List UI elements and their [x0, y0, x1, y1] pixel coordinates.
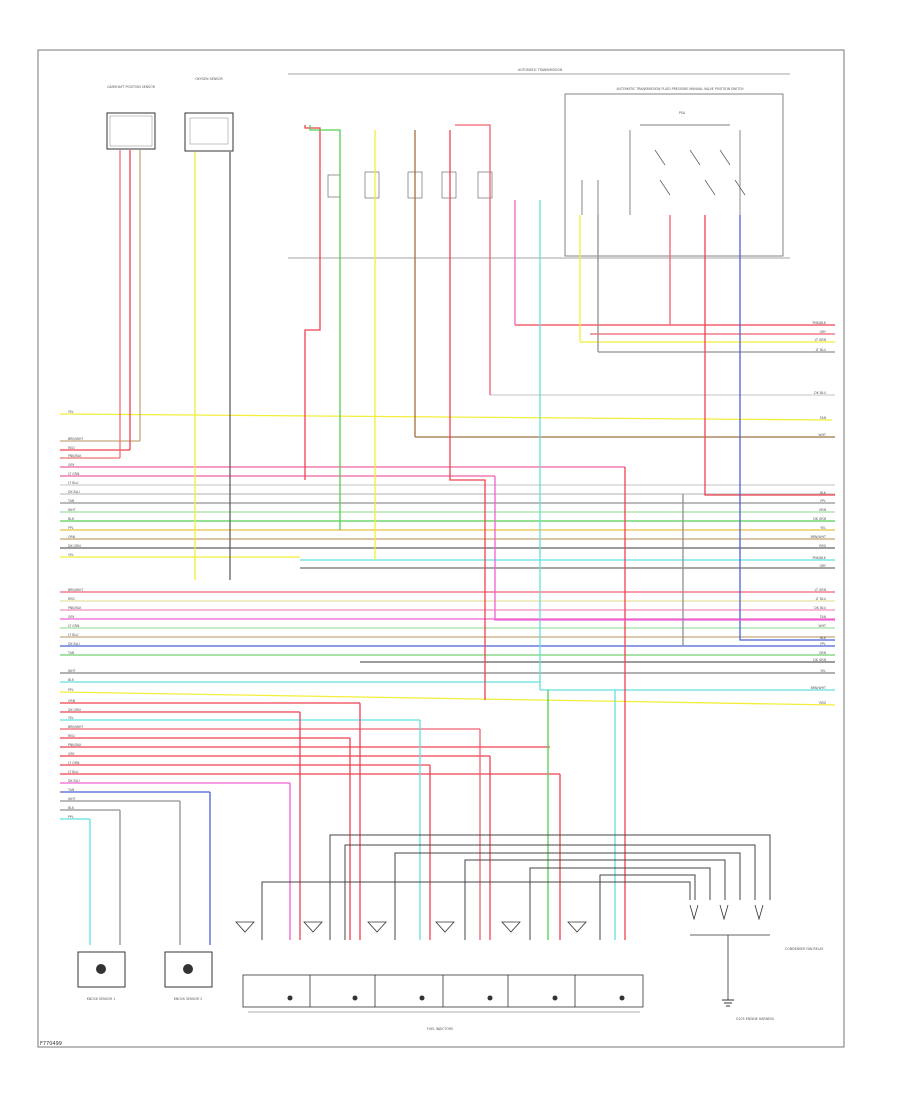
wire-label: TAN	[67, 499, 75, 503]
wire-label: PPL	[68, 526, 74, 530]
wire-label: WHT	[68, 669, 76, 673]
wire-label: BLK	[820, 636, 827, 640]
fuel-injectors	[235, 921, 644, 1013]
wire-label: TAN	[819, 416, 827, 420]
ground-label: G103 ENGINE HARNESS	[736, 1017, 774, 1021]
wire-label: WHT	[819, 433, 827, 437]
left-sensor-2: OXYGEN SENSOR	[184, 77, 234, 152]
wire-label: BRN/WHT	[811, 686, 826, 690]
wire-label: DK GRN	[813, 517, 826, 521]
wire-label: ORN	[68, 535, 76, 539]
ground-bus	[261, 834, 771, 940]
transmission-header: AUTOMATIC TRANSMISSION	[518, 68, 563, 72]
left-sensor-1: CAMSHAFT POSITION SENSOR	[106, 85, 156, 150]
footer-code: F770499	[40, 1041, 62, 1047]
wire-label: LT GRN	[815, 338, 827, 342]
wire-label: DK GRN	[813, 658, 826, 662]
wire-label: TAN	[67, 651, 75, 655]
wire-labels: YEL BRN/WHT RED PNK/BLK GRY LT GRN LT BLU DK BL…	[67, 321, 827, 819]
wire-label: YEL	[820, 526, 826, 530]
wire-label: PPL	[820, 499, 826, 503]
wire-label: RED	[68, 597, 75, 601]
wire-label: LT GRN	[68, 624, 80, 628]
wire-label: RED	[68, 446, 75, 450]
wire-label: ORN	[819, 508, 827, 512]
wire-label: GRY	[68, 752, 74, 756]
pressure-switch-label: PSA	[679, 111, 686, 115]
left-sensor-1-label: CAMSHAFT POSITION SENSOR	[107, 85, 156, 89]
wire-label: GRY	[68, 463, 74, 467]
wire-label: GRY	[820, 564, 826, 568]
knock-sensor-2-label: KNOCK SENSOR 2	[174, 997, 203, 1001]
right-connector-label: CONDENSER FAN RELAY	[785, 947, 823, 951]
wire-label: BRN/WHT	[68, 437, 83, 441]
wire-label: RED	[68, 734, 75, 738]
wire-label: DK BLU	[814, 606, 826, 610]
wire-label: YEL	[68, 410, 74, 414]
wire-label: LT BLU	[68, 770, 79, 774]
wire-label: LT BLU	[816, 348, 827, 352]
injector-dots	[287, 995, 625, 1001]
wire-label: TAN	[67, 788, 75, 792]
wire-label: PNK/BLK	[812, 556, 826, 560]
transmission-solenoids	[327, 171, 493, 199]
wire-label: DK GRN	[68, 708, 81, 712]
wire-label: BLK	[68, 806, 75, 810]
wire-label: PNK/BLK	[812, 321, 826, 325]
wire-label: DK BLU	[814, 391, 826, 395]
wire-label: PPL	[68, 815, 74, 819]
wire-label: GRY	[820, 330, 826, 334]
wire-label: PNK/BLK	[68, 454, 82, 458]
wire-label: LT BLU	[816, 597, 827, 601]
knock-sensor-1-label: KNOCK SENSOR 1	[87, 997, 116, 1001]
knock-sensor-2: KNOCK SENSOR 2	[164, 951, 213, 1001]
wire-label: LT BLU	[68, 481, 79, 485]
wire-label: WHT	[68, 797, 76, 801]
wire-label: ORN	[68, 699, 76, 703]
knock-sensor-1: KNOCK SENSOR 1	[77, 951, 126, 1001]
wire-label: LT BLU	[68, 633, 79, 637]
wire-label: LT GRN	[68, 472, 80, 476]
wire-label: BRN/WHT	[68, 588, 83, 592]
wire-label: LT GRN	[68, 761, 80, 765]
wire-label: DK BLU	[68, 642, 80, 646]
horizontal-wires	[59, 324, 836, 820]
wire-label: PNK/BLK	[68, 606, 82, 610]
wire-label: DK GRN	[68, 544, 81, 548]
wire-label: YEL	[68, 553, 74, 557]
pressure-switch-contacts	[581, 124, 746, 215]
vertical-wires	[89, 124, 835, 945]
pressure-switch-box	[564, 93, 784, 257]
wire-label: GRY	[68, 615, 74, 619]
wire-label: DK BLU	[68, 779, 80, 783]
wire-label: WHT	[819, 624, 827, 628]
wire-label: WHT	[68, 508, 76, 512]
ground-symbol: G103 ENGINE HARNESS	[722, 999, 774, 1021]
wire-label: BLK	[820, 491, 827, 495]
wire-label: RED	[819, 701, 826, 705]
wire-label: ORN	[819, 651, 827, 655]
wire-label: PNK/BLK	[68, 743, 82, 747]
diagram-frame	[37, 49, 845, 1048]
wire-label: BLK	[68, 678, 75, 682]
wire-label: YEL	[68, 716, 74, 720]
wire-label: PPL	[820, 642, 826, 646]
wire-label: PPL	[68, 688, 74, 692]
pressure-switch-header: AUTOMATIC TRANSMISSION FLUID PRESSURE MA…	[616, 87, 744, 91]
wire-label: BRN/WHT	[68, 725, 83, 729]
wire-label: TAN	[819, 615, 827, 619]
wire-label: BRN/WHT	[811, 535, 826, 539]
right-connector: CONDENSER FAN RELAY	[689, 904, 823, 1000]
left-sensor-2-label: OXYGEN SENSOR	[195, 77, 223, 81]
wire-label: BLK	[68, 517, 75, 521]
wire-label: LT GRN	[815, 588, 827, 592]
wire-label: RED	[819, 544, 826, 548]
wire-label: DK BLU	[68, 490, 80, 494]
injector-group-label: FUEL INJECTORS	[427, 1027, 453, 1031]
wire-label: YEL	[820, 669, 826, 673]
